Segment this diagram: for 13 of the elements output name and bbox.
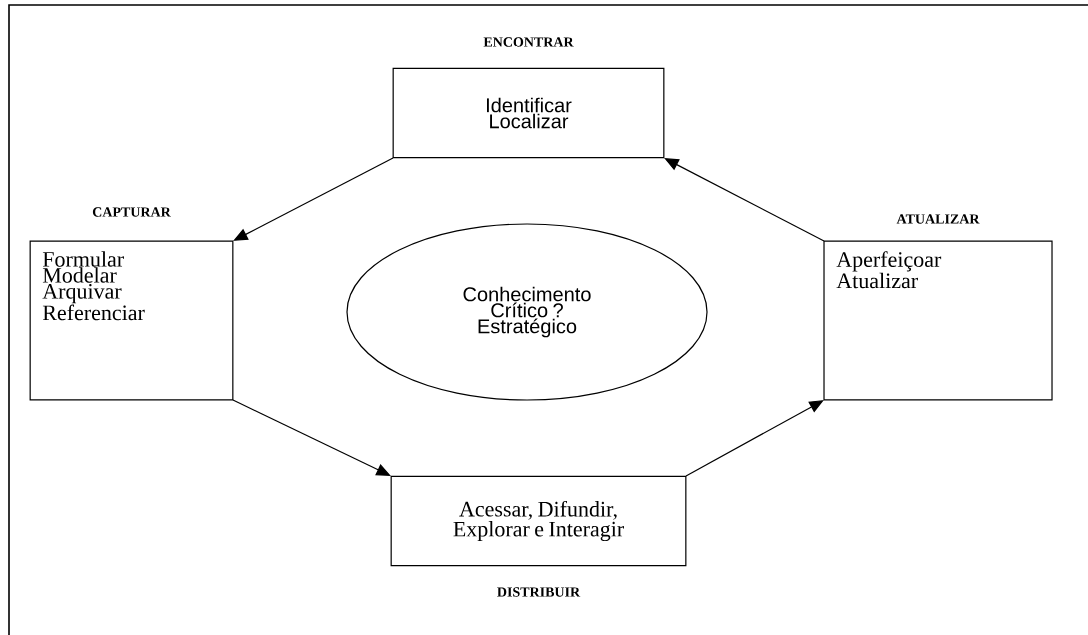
box-text: Formular Modelar Arquivar Referenciar	[42, 251, 145, 321]
box-text: Conhecimento Crítico ? Estratégico	[463, 286, 591, 338]
arrow	[685, 400, 824, 477]
box-text: Identificar Localizar	[487, 97, 572, 129]
stage-heading: ENCONTRAR	[483, 37, 574, 47]
box-text: Aperfeiçoar Atualizar	[836, 251, 942, 289]
arrow	[233, 157, 394, 241]
arrow	[232, 399, 391, 476]
box-text: Acessar, Difundir, Explorar e Interagir	[453, 500, 624, 542]
stage-heading: ATUALIZAR	[896, 214, 980, 224]
arrow	[664, 158, 825, 242]
stage-heading: DISTRIBUIR	[497, 587, 581, 597]
stage-heading: CAPTURAR	[92, 207, 171, 217]
